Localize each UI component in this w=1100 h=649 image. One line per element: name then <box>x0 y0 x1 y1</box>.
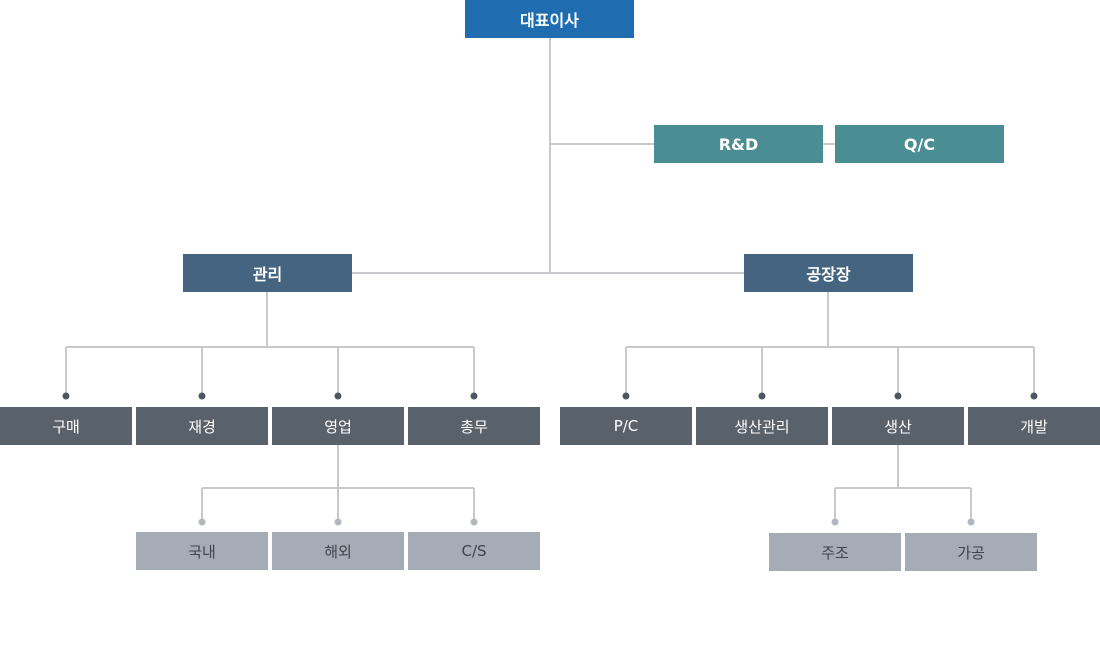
connector-dot <box>967 518 975 526</box>
connector-dot <box>831 518 839 526</box>
connector-dot <box>758 392 766 400</box>
dept-pc: P/C <box>560 407 692 445</box>
dept-development: 개발 <box>968 407 1100 445</box>
connector-dot <box>1030 392 1038 400</box>
connector-dot <box>622 392 630 400</box>
dept-finance: 재경 <box>136 407 268 445</box>
connector-dot <box>470 392 478 400</box>
ceo-box: 대표이사 <box>465 0 634 38</box>
dept-general-affairs: 총무 <box>408 407 540 445</box>
sub-machining: 가공 <box>905 533 1037 571</box>
sub-casting: 주조 <box>769 533 901 571</box>
connector-dot <box>334 518 342 526</box>
plant-manager-box: 공장장 <box>744 254 913 292</box>
connector-dot <box>198 392 206 400</box>
rnd-box: R&D <box>654 125 823 163</box>
dept-purchasing: 구매 <box>0 407 132 445</box>
connector-dot <box>334 392 342 400</box>
connector-dot <box>470 518 478 526</box>
qc-box: Q/C <box>835 125 1004 163</box>
sub-domestic: 국내 <box>136 532 268 570</box>
connector-dot <box>894 392 902 400</box>
dept-production: 생산 <box>832 407 964 445</box>
connector-dot <box>198 518 206 526</box>
dept-production-management: 생산관리 <box>696 407 828 445</box>
connector-dot <box>62 392 70 400</box>
sub-cs: C/S <box>408 532 540 570</box>
sub-overseas: 해외 <box>272 532 404 570</box>
dept-sales: 영업 <box>272 407 404 445</box>
management-box: 관리 <box>183 254 352 292</box>
